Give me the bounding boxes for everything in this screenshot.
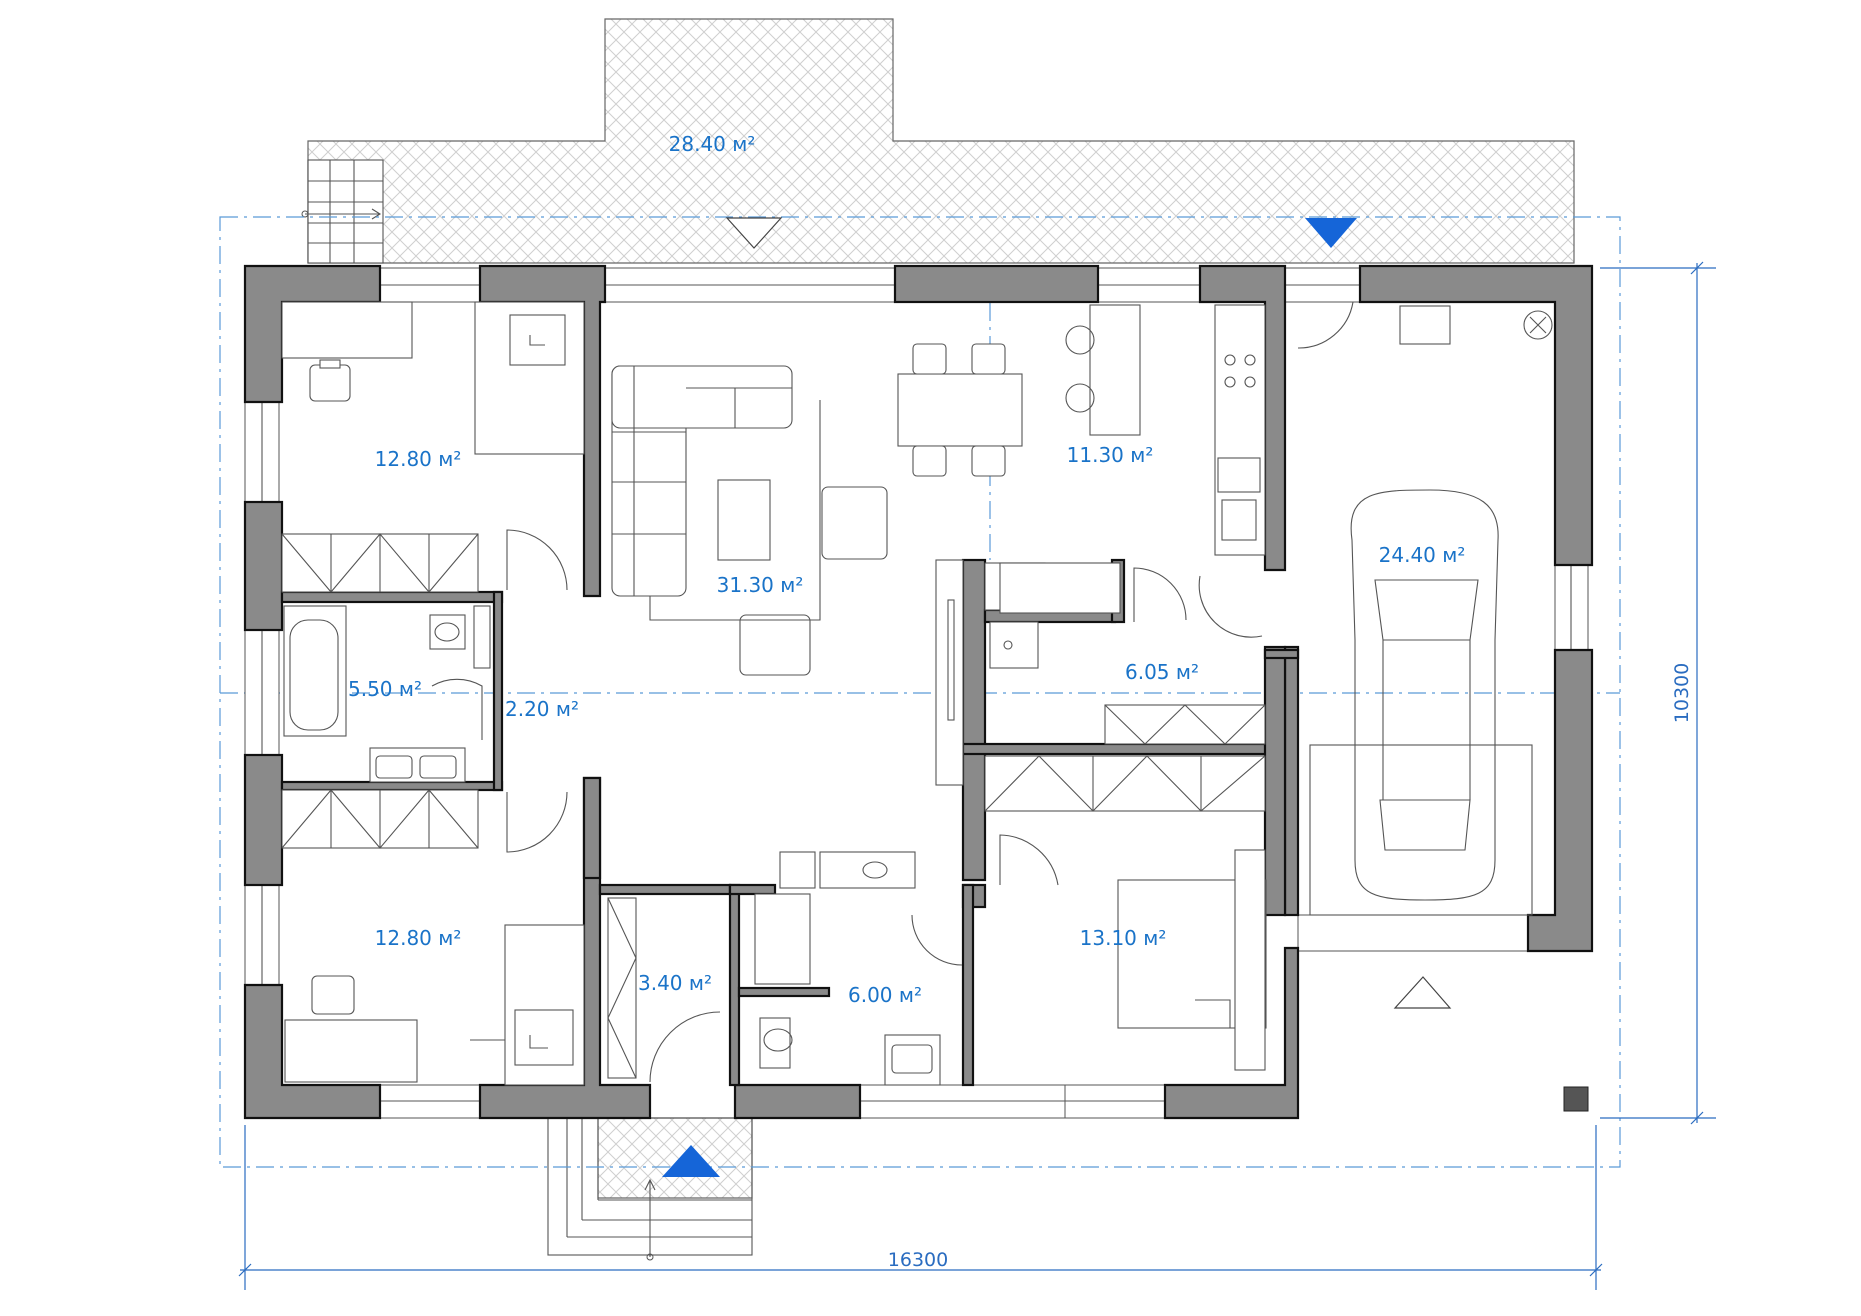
- kitchen-furniture: [897, 304, 1266, 556]
- bedroom-nw-area: 12.80 м²: [375, 447, 462, 471]
- bathroom-furniture: [283, 605, 491, 783]
- kitchen-area: 11.30 м²: [1067, 443, 1154, 467]
- width-dimension: 16300: [888, 1249, 948, 1271]
- interior-walls: [280, 558, 1300, 1087]
- terrace-marker-icon: [725, 217, 783, 249]
- entry-marker-icon: [1305, 218, 1357, 248]
- wc-area: 6.00 м²: [848, 983, 922, 1007]
- garage-marker-icon: [1393, 976, 1452, 1009]
- entry-furniture: [607, 897, 721, 1083]
- exterior-walls: [243, 264, 1594, 1120]
- bedroom-nw-furniture: [281, 301, 585, 593]
- entry-porch: [547, 1117, 753, 1261]
- utility-furniture: [935, 559, 1266, 786]
- hall-small-area: 2.20 м²: [505, 697, 579, 721]
- bedroom-se-area: 13.10 м²: [1080, 926, 1167, 950]
- living-area: 31.30 м²: [717, 573, 804, 597]
- garage-area: 24.40 м²: [1379, 543, 1466, 567]
- terrace-area: [301, 18, 1575, 264]
- bedroom-se-furniture: [984, 755, 1267, 1071]
- living-furniture: [611, 365, 888, 676]
- wc-furniture: [754, 851, 963, 1086]
- column-marker: [1563, 1086, 1589, 1112]
- terrace-area-label: 28.40 м²: [669, 132, 756, 156]
- entry-area: 3.40 м²: [638, 971, 712, 995]
- bath-area: 5.50 м²: [348, 677, 422, 701]
- dimension-lines: [238, 261, 1716, 1290]
- utility-area: 6.05 м²: [1125, 660, 1199, 684]
- garage-furniture: [1297, 301, 1553, 916]
- windows: [244, 267, 1589, 1119]
- bedroom-sw-area: 12.80 м²: [375, 926, 462, 950]
- depth-dimension: 10300: [1671, 663, 1693, 723]
- entry-marker-icon: [662, 1145, 720, 1177]
- bedroom-sw-furniture: [281, 789, 585, 1086]
